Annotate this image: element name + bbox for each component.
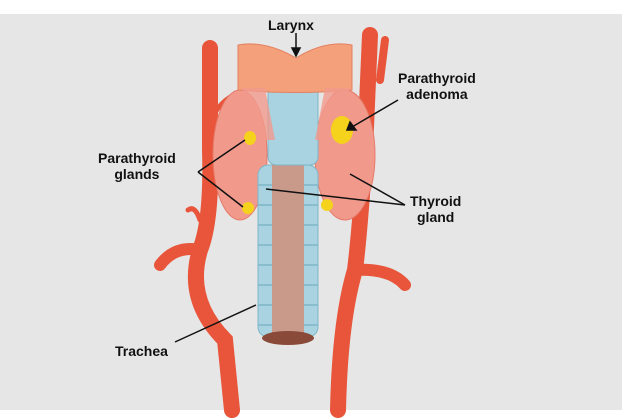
- label-glands-line2: glands: [114, 166, 160, 182]
- label-glands-line1: Parathyroid: [98, 150, 176, 166]
- parathyroid-gland-right-lower: [321, 199, 333, 211]
- label-adenoma-line2: adenoma: [406, 86, 468, 102]
- larynx-shape: [237, 43, 353, 93]
- trachea: [257, 160, 319, 345]
- label-trachea: Trachea: [115, 343, 168, 359]
- label-thyroid-gland: Thyroid gland: [410, 193, 461, 225]
- label-thyroid-line1: Thyroid: [410, 193, 462, 209]
- parathyroid-adenoma: [331, 116, 353, 144]
- label-parathyroid-glands: Parathyroid glands: [98, 150, 176, 182]
- label-thyroid-line2: gland: [417, 209, 455, 225]
- parathyroid-gland-upper: [244, 131, 256, 145]
- label-adenoma-line1: Parathyroid: [398, 70, 476, 86]
- label-parathyroid-adenoma: Parathyroid adenoma: [398, 70, 476, 102]
- label-larynx: Larynx: [268, 17, 314, 33]
- cricoid-cartilage: [267, 84, 319, 166]
- pointer-arrows: [174, 33, 406, 343]
- parathyroid-gland-lower: [242, 202, 254, 214]
